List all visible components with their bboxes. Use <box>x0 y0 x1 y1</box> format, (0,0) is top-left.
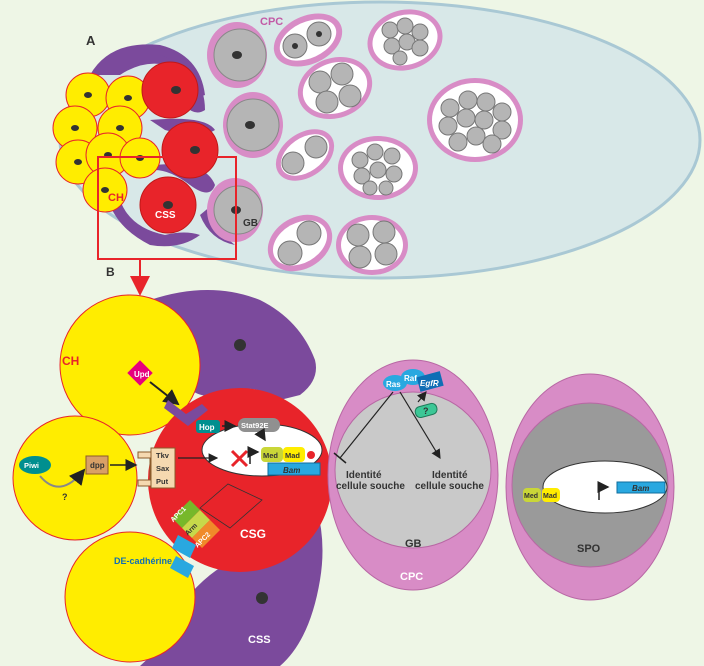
cyst-4cell <box>297 56 408 275</box>
med-label: Med <box>263 451 278 460</box>
cpc-label-b: CPC <box>400 571 423 583</box>
question-piwi: ? <box>62 492 68 502</box>
panel-a-letter: A <box>86 33 96 48</box>
css-label-b: CSS <box>248 634 271 646</box>
csg-label: CSG <box>240 527 266 541</box>
apc2-box <box>192 520 220 548</box>
de-cadherine-label: DE-cadhérine <box>114 556 172 566</box>
question-gb: ? <box>423 406 429 416</box>
spo-med-label: Med <box>524 493 538 500</box>
panel-b-letter: B <box>106 265 115 279</box>
phospho-dot <box>307 451 315 459</box>
cyst-2cell <box>267 13 343 272</box>
egfr-ligand <box>414 402 438 419</box>
piwi-label: Piwi <box>24 461 39 470</box>
ras-box <box>383 375 407 391</box>
dome-receptor <box>164 400 208 426</box>
hop-box <box>196 420 220 433</box>
tkv-label: Tkv <box>156 451 170 460</box>
de-cadherin-top <box>172 535 196 558</box>
css-label-a: CSS <box>155 210 176 221</box>
piwi-dpp-arrow <box>39 468 86 488</box>
cpc-label-a: CPC <box>260 16 283 28</box>
spo-med-box <box>523 488 541 502</box>
med-box <box>261 447 283 462</box>
spo-promoter-arrow <box>597 481 610 500</box>
bam-promoter-arrow <box>247 446 260 464</box>
upd-arrow <box>149 381 180 406</box>
ch-label-b: CH <box>62 354 79 368</box>
ras-label: Ras <box>386 380 401 389</box>
de-cadherin-bottom <box>170 556 194 578</box>
spo-bam-label: Bam <box>632 484 649 493</box>
panel-a: A CPC CH CSS GB <box>52 0 702 296</box>
raf-label: Raf <box>404 374 417 383</box>
spo-bam-box <box>616 481 666 494</box>
ligand-egfr-arrow <box>417 391 427 403</box>
identity-left-2: cellule souche <box>336 481 405 492</box>
cyst-multicell <box>338 9 523 200</box>
tkv-receptor <box>150 447 176 489</box>
ch-label-a: CH <box>108 192 124 204</box>
bam-gene-box <box>267 462 321 476</box>
egfr-box <box>416 371 444 392</box>
identity-right-2: cellule souche <box>415 481 484 492</box>
dpp-label: dpp <box>90 461 105 470</box>
arm-box <box>182 510 210 538</box>
inhibit-bar <box>333 452 347 464</box>
ras-activate-arrow <box>399 391 441 460</box>
panel-gb: Ras Raf EgfR ? Identité cellule souche I… <box>327 359 499 591</box>
bam-label: Bam <box>283 466 300 475</box>
upd-ligand <box>127 360 153 386</box>
spo-mad-label: Mad <box>543 493 557 500</box>
panel-spo: Bam Med Mad SPO <box>505 373 675 601</box>
panel-b: B Upd Hop Stat92E Piwi ? dpp Tkv <box>12 265 332 666</box>
stat-label: Stat92E <box>241 421 269 430</box>
egfr-label: EgfR <box>420 379 439 388</box>
put-label: Put <box>156 477 169 486</box>
hub-cell-middle <box>12 415 138 541</box>
gb-cell <box>334 391 492 549</box>
zoom-box <box>97 156 237 260</box>
stat-box <box>238 418 280 432</box>
identity-left-1: Identité <box>346 470 382 481</box>
apc1-box <box>172 500 200 528</box>
stem-nuclei <box>163 86 200 209</box>
piwi-box <box>19 456 51 474</box>
upd-label: Upd <box>134 370 150 379</box>
dpp-box <box>85 455 109 475</box>
identity-right-1: Identité <box>432 470 468 481</box>
repression-cross-2 <box>230 449 249 468</box>
gb-label-b: GB <box>405 538 422 550</box>
gb-label-a: GB <box>243 218 258 229</box>
mad-box <box>283 447 305 462</box>
spo-label: SPO <box>577 543 601 555</box>
spo-mad-box <box>542 488 560 502</box>
hop-label: Hop <box>199 423 215 432</box>
adherens-junction <box>199 483 263 529</box>
hub-nuclei <box>71 92 144 193</box>
ras-inhibit-line <box>339 391 394 459</box>
hub-cell-bottom <box>64 531 196 663</box>
mad-label: Mad <box>285 451 300 460</box>
escort-nucleus-top <box>234 339 246 351</box>
sax-label: Sax <box>156 464 170 473</box>
escort-nucleus-bottom <box>256 592 268 604</box>
stat-nucleus-arrow <box>254 427 266 442</box>
